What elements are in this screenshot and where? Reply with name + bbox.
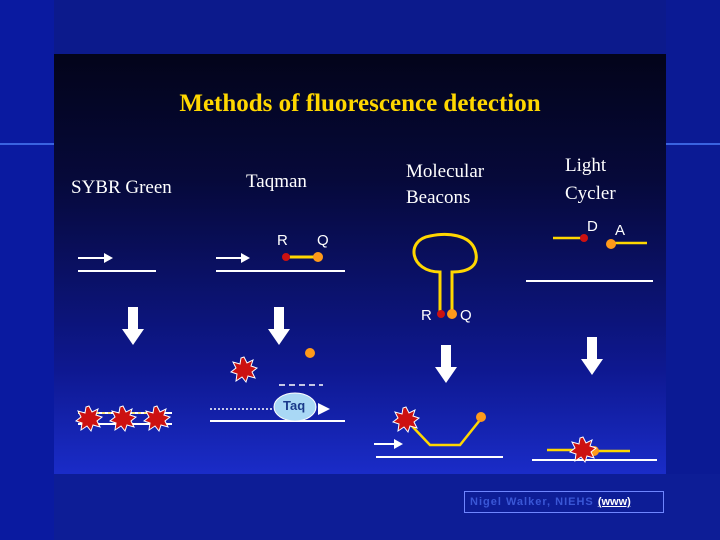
cycler-fret <box>532 436 657 463</box>
molecular-beacon-hairpin <box>412 232 478 319</box>
credit-text: Nigel Walker, NIEHS <box>470 496 594 508</box>
credit-link[interactable]: (www) <box>597 496 631 508</box>
background-stripe-left <box>0 143 54 145</box>
credit-box: Nigel Walker, NIEHS (www) <box>464 491 664 513</box>
background-right <box>666 0 720 474</box>
taqman-released-quencher <box>305 348 315 358</box>
label-sybr-green: SYBR Green <box>71 177 172 198</box>
background-left <box>0 0 54 540</box>
taq-polymerase-label: Taq <box>283 398 306 413</box>
label-cycler: Cycler <box>565 183 616 204</box>
taqman-reporter-label: R <box>277 232 288 249</box>
taqman-probe-assembly <box>216 252 345 272</box>
label-light: Light <box>565 155 607 176</box>
label-beacons: Beacons <box>406 187 471 208</box>
taqman-quencher-label: Q <box>317 232 329 249</box>
taq-polymerase <box>273 392 317 422</box>
cycler-probe-pair <box>526 234 653 282</box>
cycler-donor-label: D <box>587 218 598 235</box>
sybr-double-strand <box>75 405 172 432</box>
taqman-cleavage <box>210 348 345 422</box>
beacon-open-quencher <box>476 412 486 422</box>
beacon-quencher-dye <box>447 309 457 319</box>
cycler-acceptor-label: A <box>615 222 626 239</box>
slide-panel: Methods of fluorescence detection <box>54 54 666 474</box>
beacon-reporter-dye <box>437 310 445 318</box>
background-stripe-right <box>666 143 720 145</box>
slide-title: Methods of fluorescence detection <box>179 90 541 117</box>
beacon-quencher-label: Q <box>460 307 472 324</box>
cycler-acceptor-dye <box>606 239 616 249</box>
taqman-reporter-dye <box>282 253 290 261</box>
taqman-quencher-dye <box>313 252 323 262</box>
cycler-fret-burst <box>569 436 597 463</box>
beacon-reporter-label: R <box>421 307 432 324</box>
label-taqman: Taqman <box>246 171 307 192</box>
sybr-primer-template <box>78 253 156 272</box>
beacon-hybridized <box>374 406 503 458</box>
cycler-donor-dye <box>580 234 588 242</box>
label-molecular: Molecular <box>406 161 485 182</box>
background-bottom <box>54 474 720 540</box>
